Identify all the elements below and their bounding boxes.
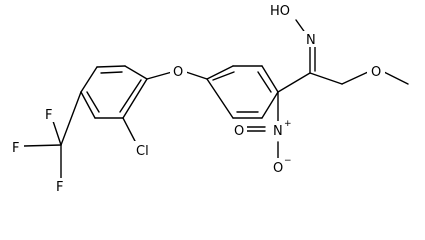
bond	[80, 66, 98, 93]
bonds	[23, 19, 409, 179]
charge-plus: +	[284, 119, 292, 129]
atom-label-o-methoxy: O	[371, 65, 381, 80]
bond	[80, 91, 96, 119]
atom-labels: HO N O O Cl N + O O − F F F	[10, 1, 385, 195]
atom-label-ho: HO	[270, 4, 290, 19]
bond	[146, 71, 173, 80]
bond	[212, 71, 235, 81]
bond	[309, 72, 343, 85]
bond	[277, 72, 311, 93]
bond	[341, 71, 369, 85]
charge-minus: −	[284, 156, 292, 166]
bond	[261, 91, 279, 119]
bond	[124, 65, 148, 80]
atom-label-o-nitro-single: O	[273, 161, 283, 176]
bond	[257, 71, 272, 93]
bond	[185, 71, 208, 80]
bond	[51, 117, 62, 146]
atom-label-n-oxime: N	[306, 33, 316, 48]
bond	[100, 71, 123, 74]
bond	[261, 65, 279, 93]
bond	[23, 144, 62, 147]
atom-label-f-bottom: F	[56, 180, 63, 195]
bond	[122, 78, 148, 119]
bond	[383, 71, 409, 85]
atom-label-f-top: F	[45, 108, 52, 123]
bond	[122, 117, 137, 144]
bond	[206, 65, 234, 80]
bond	[96, 65, 126, 68]
molecule-diagram: HO N O O Cl N + O O − F F F	[10, 1, 409, 195]
atom-label-n-nitro: N	[273, 124, 283, 139]
atom-label-cl: Cl	[136, 144, 149, 159]
atom-label-f-left: F	[12, 141, 19, 156]
bond	[119, 79, 142, 113]
atom-label-o-nitro-double: O	[234, 124, 244, 139]
bond	[206, 78, 234, 119]
atom-label-o-ether: O	[173, 65, 183, 80]
bond	[86, 91, 100, 113]
bond	[60, 91, 82, 146]
